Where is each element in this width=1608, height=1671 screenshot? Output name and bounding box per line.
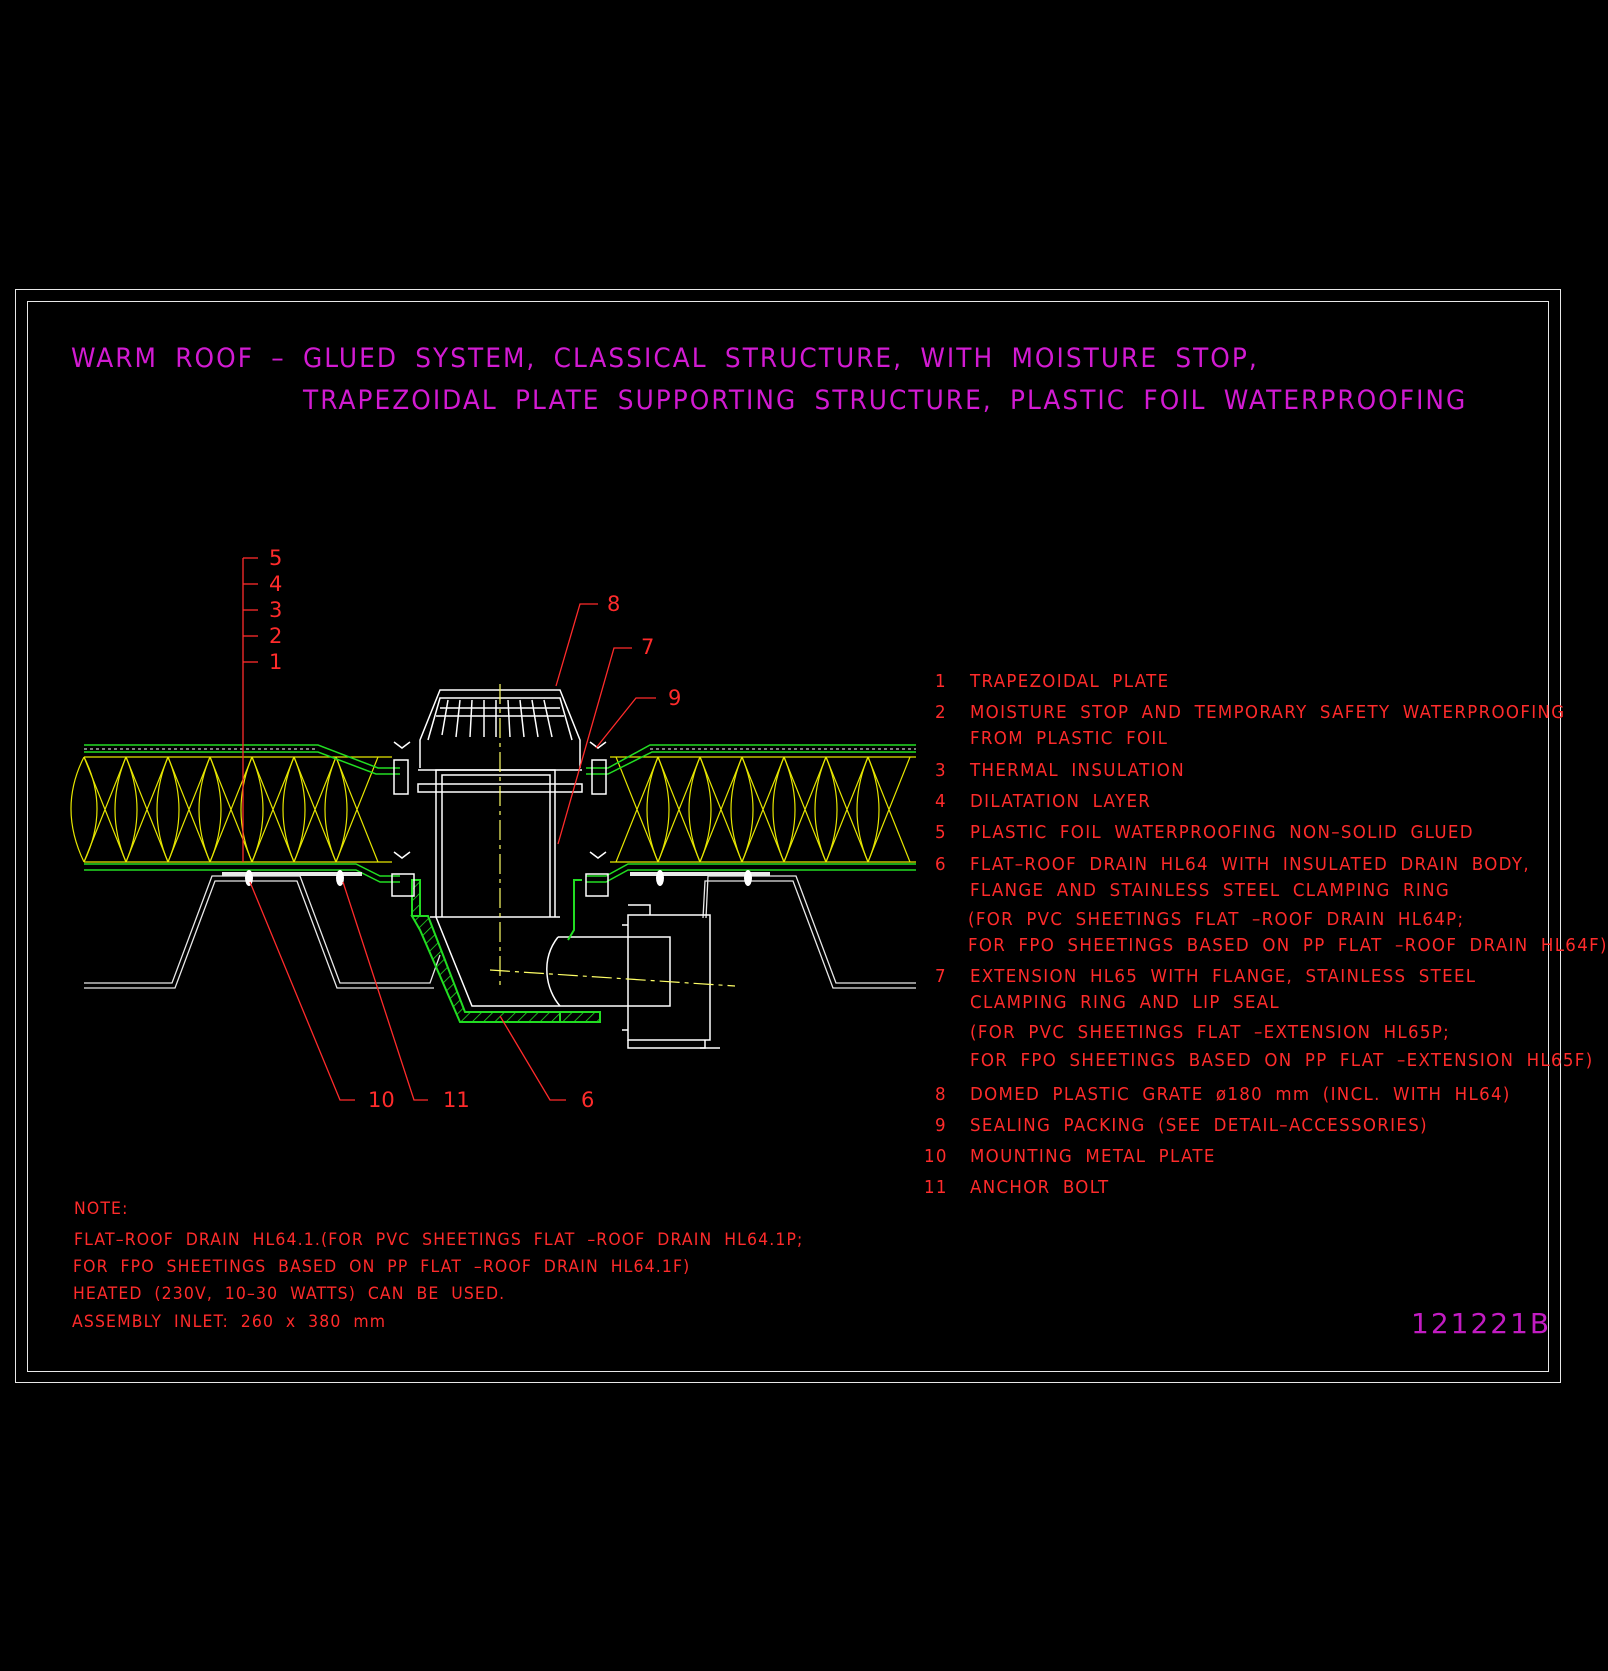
- note-line: ASSEMBLY INLET: 260 x 380 mm: [72, 1312, 387, 1331]
- legend-text: TRAPEZOIDAL PLATE: [970, 672, 1170, 692]
- legend-text: MOISTURE STOP AND TEMPORARY SAFETY WATER…: [970, 703, 1566, 723]
- legend-text: ANCHOR BOLT: [970, 1178, 1110, 1198]
- legend-num: 11: [924, 1178, 948, 1198]
- thermal-insulation-left: [70, 756, 392, 863]
- note-heading: NOTE:: [74, 1199, 129, 1218]
- center-axis-lines: [489, 684, 736, 990]
- moisture-stop-layer: [84, 863, 916, 883]
- legend-text: EXTENSION HL65 WITH FLANGE, STAINLESS ST…: [970, 967, 1477, 987]
- legend-num: 6: [935, 855, 947, 875]
- note-line: FLAT–ROOF DRAIN HL64.1.(FOR PVC SHEETING…: [74, 1230, 804, 1249]
- anchor-bolts: [245, 870, 752, 886]
- drawing-frame-inner: [27, 301, 1549, 1372]
- part-callout-7: 7: [641, 635, 655, 659]
- drawing-code: 121221B: [1411, 1307, 1552, 1340]
- part-callout-11: 11: [443, 1088, 470, 1112]
- leader-lines: [242, 557, 656, 1101]
- legend-num: 8: [935, 1085, 947, 1105]
- legend-text: FROM PLASTIC FOIL: [970, 729, 1169, 749]
- legend-num: 7: [935, 967, 947, 987]
- legend-text: FLAT–ROOF DRAIN HL64 WITH INSULATED DRAI…: [970, 855, 1530, 875]
- part-callout-10: 10: [368, 1088, 395, 1112]
- part-callout-8: 8: [607, 592, 621, 616]
- legend-text: FOR FPO SHEETINGS BASED ON PP FLAT –ROOF…: [968, 936, 1608, 956]
- thermal-insulation-right: [610, 756, 916, 863]
- part-callout-6: 6: [581, 1088, 595, 1112]
- legend-text: THERMAL INSULATION: [970, 761, 1185, 781]
- legend-text: PLASTIC FOIL WATERPROOFING NON–SOLID GLU…: [970, 823, 1474, 843]
- layer-callout-2: 2: [269, 624, 283, 648]
- clamping-ring-left: [391, 741, 415, 897]
- drain-body-insulated: [410, 879, 601, 1023]
- legend-num: 1: [935, 672, 947, 692]
- legend-text: FLANGE AND STAINLESS STEEL CLAMPING RING: [970, 881, 1451, 901]
- plastic-foil-waterproofing: [84, 744, 916, 775]
- legend-num: 5: [935, 823, 947, 843]
- legend-text: CLAMPING RING AND LIP SEAL: [970, 993, 1281, 1013]
- note-line: FOR FPO SHEETINGS BASED ON PP FLAT –ROOF…: [73, 1257, 691, 1276]
- legend-num: 2: [935, 703, 947, 723]
- legend-text: (FOR PVC SHEETINGS FLAT –EXTENSION HL65P…: [970, 1023, 1451, 1043]
- layer-callout-3: 3: [269, 598, 283, 622]
- title-line-2: TRAPEZOIDAL PLATE SUPPORTING STRUCTURE, …: [303, 385, 1468, 416]
- legend-text: DOMED PLASTIC GRATE ø180 mm (INCL. WITH …: [970, 1085, 1511, 1105]
- legend-num: 9: [935, 1116, 947, 1136]
- legend-text: FOR FPO SHEETINGS BASED ON PP FLAT –EXTE…: [970, 1051, 1594, 1071]
- note-line: HEATED (230V, 10–30 WATTS) CAN BE USED.: [73, 1284, 506, 1303]
- part-callout-9: 9: [668, 686, 682, 710]
- layer-callout-4: 4: [269, 572, 283, 596]
- clamping-ring-right: [585, 741, 609, 897]
- legend-text: SEALING PACKING (SEE DETAIL–ACCESSORIES): [970, 1116, 1428, 1136]
- legend-text: DILATATION LAYER: [970, 792, 1152, 812]
- legend-text: (FOR PVC SHEETINGS FLAT –ROOF DRAIN HL64…: [968, 910, 1465, 930]
- legend-num: 3: [935, 761, 947, 781]
- legend-text: MOUNTING METAL PLATE: [970, 1147, 1216, 1167]
- extension-flange: [567, 879, 582, 941]
- mounting-metal-plate: [222, 872, 770, 876]
- layer-callout-1: 1: [269, 650, 283, 674]
- legend-num: 10: [924, 1147, 948, 1167]
- drawing-frame-outer: [15, 289, 1561, 1383]
- legend-num: 4: [935, 792, 947, 812]
- layer-callout-5: 5: [269, 546, 283, 570]
- title-line-1: WARM ROOF – GLUED SYSTEM, CLASSICAL STRU…: [71, 343, 1259, 374]
